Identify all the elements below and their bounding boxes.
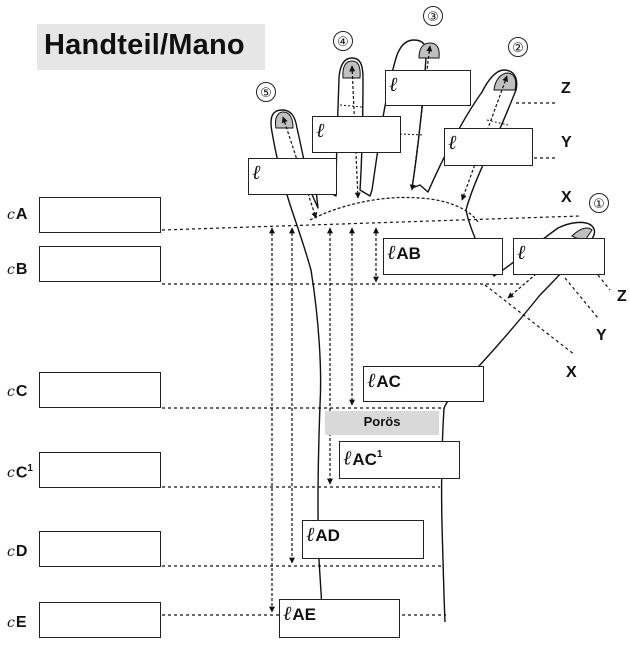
circumference-B-label: cB bbox=[7, 261, 28, 278]
length-symbol: ℓ bbox=[316, 118, 325, 142]
thumb-axis-y-label: Y bbox=[596, 327, 607, 344]
circumference-C-field[interactable] bbox=[39, 372, 161, 408]
finger-3-length-arrow bbox=[409, 45, 433, 191]
finger-5-length-arrow bbox=[281, 116, 318, 219]
circumference-C-label: cC bbox=[7, 383, 28, 400]
finger-4-length-field[interactable]: ℓ bbox=[312, 116, 401, 153]
length-symbol: ℓ bbox=[517, 240, 526, 264]
finger-3-length-field[interactable]: ℓ bbox=[385, 70, 471, 106]
thumb-axis-z-label: Z bbox=[617, 288, 627, 305]
finger-5-number: ⑤ bbox=[256, 82, 276, 102]
axis-y-label: Y bbox=[561, 134, 572, 151]
thumb-x-line bbox=[484, 284, 576, 356]
nail-finger-3 bbox=[418, 42, 440, 59]
finger-1-number: ① bbox=[589, 193, 609, 213]
circumference-E-label: cE bbox=[7, 614, 27, 631]
circumference-A-label: cA bbox=[7, 206, 28, 223]
thumb-y-line bbox=[564, 277, 599, 319]
circumference-A-field[interactable] bbox=[39, 197, 161, 233]
circumference-E-field[interactable] bbox=[39, 602, 161, 638]
circumference-D-label: cD bbox=[7, 543, 28, 560]
thumb-axis-x-label: X bbox=[566, 364, 577, 381]
circumference-C1-field[interactable] bbox=[39, 452, 161, 488]
page-title: Handteil/Mano bbox=[44, 29, 245, 61]
length-symbol: ℓ bbox=[252, 160, 261, 184]
finger-base-line bbox=[309, 196, 479, 223]
finger-2-length-field[interactable]: ℓ bbox=[444, 128, 533, 166]
line-A bbox=[161, 215, 581, 231]
title-background bbox=[37, 24, 265, 70]
axis-x-label: X bbox=[561, 189, 572, 206]
thumb-length-field[interactable]: ℓ bbox=[513, 238, 605, 275]
length-AB-field[interactable]: ℓAB bbox=[383, 238, 503, 275]
nail-finger-4 bbox=[342, 60, 361, 79]
circumference-B-field[interactable] bbox=[39, 246, 161, 282]
poros-band bbox=[325, 411, 439, 435]
length-AE-field[interactable]: ℓAE bbox=[279, 599, 400, 638]
finger-5-length-field[interactable]: ℓ bbox=[248, 158, 337, 195]
length-AD-field[interactable]: ℓAD bbox=[302, 520, 424, 559]
poros-label: Porös bbox=[363, 414, 401, 429]
length-AC-field[interactable]: ℓAC bbox=[363, 366, 484, 402]
circumference-C1-label: cC1 bbox=[7, 463, 33, 482]
axis-z-label: Z bbox=[561, 80, 571, 97]
nail-finger-5 bbox=[275, 111, 294, 129]
finger-2-number: ② bbox=[508, 37, 528, 57]
circumference-D-field[interactable] bbox=[39, 531, 161, 567]
finger-4-number: ④ bbox=[333, 31, 353, 51]
length-symbol: ℓ bbox=[389, 72, 398, 96]
thumb-z-line bbox=[597, 274, 611, 291]
finger-3-number: ③ bbox=[423, 6, 443, 26]
length-symbol: ℓ bbox=[448, 130, 457, 154]
length-AC1-field[interactable]: ℓAC1 bbox=[339, 441, 460, 479]
nail-finger-1 bbox=[571, 227, 593, 243]
